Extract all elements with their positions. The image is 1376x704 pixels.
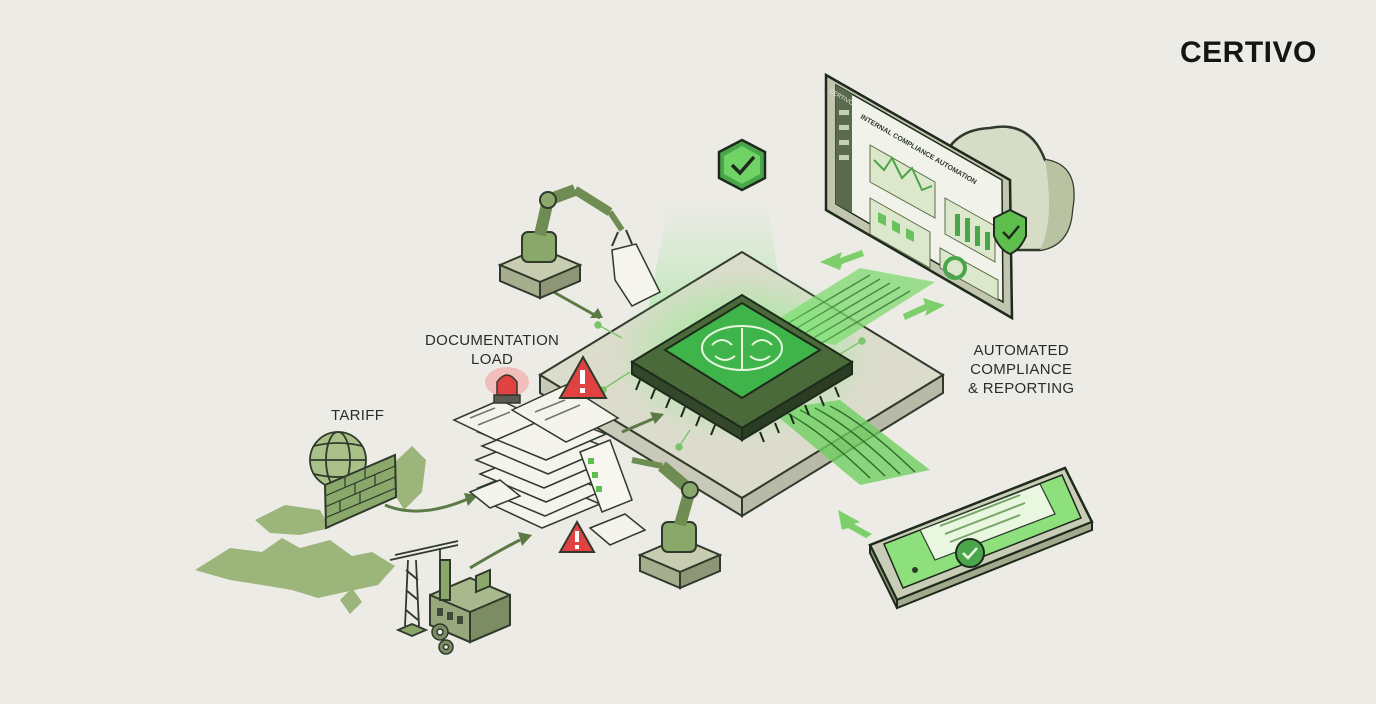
held-document bbox=[611, 243, 662, 307]
label-automated-line2: COMPLIANCE bbox=[970, 361, 1073, 378]
label-documentation-load: DOCUMENTATION LOAD bbox=[425, 331, 559, 369]
crane-icon bbox=[389, 540, 459, 637]
tablet-device bbox=[868, 466, 1094, 610]
loose-document bbox=[588, 513, 647, 546]
label-documentation-line2: LOAD bbox=[471, 351, 514, 368]
warning-icon bbox=[558, 354, 608, 399]
gear-icon bbox=[431, 623, 454, 655]
robot-arm-icon bbox=[631, 457, 723, 590]
flow-arrows bbox=[384, 288, 664, 570]
brand-logo: CERTIVO bbox=[1180, 36, 1317, 69]
green-arrows bbox=[820, 250, 945, 538]
shield-check-icon bbox=[993, 208, 1027, 256]
world-map bbox=[195, 446, 426, 614]
label-automated-line1: AUTOMATED bbox=[973, 342, 1069, 359]
check-badge-icon bbox=[717, 138, 767, 192]
document-lines bbox=[469, 399, 581, 426]
document-stack bbox=[452, 384, 620, 529]
warning-icon bbox=[558, 519, 596, 553]
robot-arm-icon bbox=[497, 184, 633, 300]
factory-icon bbox=[429, 559, 511, 644]
dashboard-monitor bbox=[824, 72, 1027, 321]
label-tariff: TARIFF bbox=[331, 407, 385, 424]
alarm-light-icon bbox=[485, 367, 529, 404]
label-automated-line3: & REPORTING bbox=[968, 380, 1075, 397]
label-automated-compliance: AUTOMATED COMPLIANCE & REPORTING bbox=[968, 341, 1074, 398]
brick-wall bbox=[323, 453, 398, 530]
checklist-sheet bbox=[579, 439, 633, 513]
loose-document bbox=[468, 479, 522, 509]
brain-icon bbox=[701, 325, 783, 371]
label-documentation-line1: DOCUMENTATION bbox=[425, 332, 560, 349]
